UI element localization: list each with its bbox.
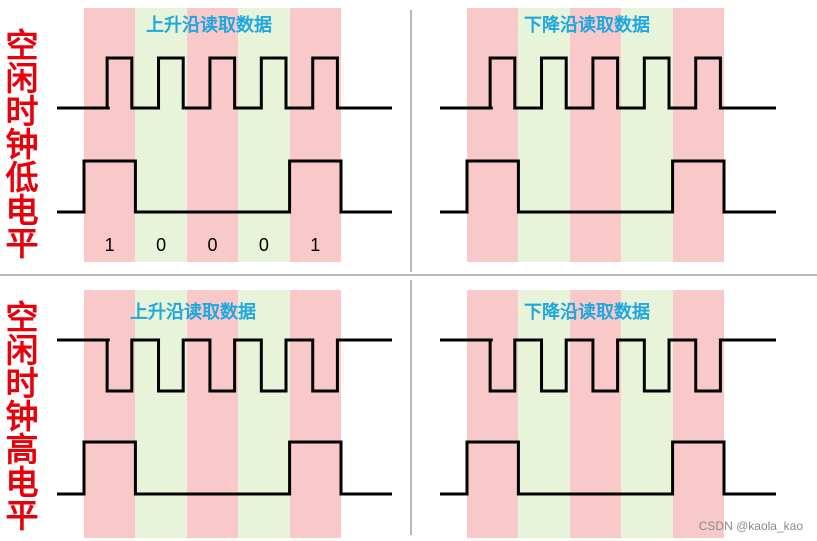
bit-band [135, 8, 187, 262]
panel-title: 上升沿读取数据 [130, 302, 256, 323]
bit-band [518, 290, 570, 538]
bit-band [672, 290, 724, 538]
clock-waveform [440, 56, 776, 110]
row-label-idle-high: 空闲时钟高电平 [0, 300, 39, 531]
bit-band [518, 8, 570, 262]
bit-band [289, 8, 341, 262]
bit-band [569, 8, 622, 262]
bit-band [289, 290, 341, 538]
bit-label: 1 [310, 235, 321, 255]
watermark: CSDN @kaola_kao [698, 519, 803, 533]
bit-band [135, 290, 187, 538]
bit-label: 1 [104, 235, 115, 255]
bit-band [84, 290, 136, 538]
bit-band [238, 290, 290, 538]
vertical-divider-lower [410, 280, 412, 535]
bit-band [467, 8, 519, 262]
row-label-idle-low: 空闲时钟低电平 [0, 28, 39, 259]
horizontal-divider [0, 274, 817, 276]
bit-label: 0 [258, 235, 269, 255]
bit-band [621, 8, 673, 262]
panel-title: 下降沿读取数据 [524, 302, 650, 323]
data-waveform [440, 159, 776, 214]
bit-label: 0 [156, 235, 167, 255]
bit-band [186, 290, 239, 538]
bit-band [467, 290, 519, 538]
data-waveform [57, 159, 392, 214]
clock-waveform [57, 56, 392, 110]
clock-waveform [57, 338, 392, 393]
bit-band [672, 8, 724, 262]
clock-waveform [440, 338, 776, 393]
bit-label: 0 [207, 235, 218, 255]
panel-title: 上升沿读取数据 [146, 15, 272, 36]
bit-band [621, 290, 673, 538]
panel-title: 下降沿读取数据 [524, 15, 650, 36]
bit-band [569, 290, 622, 538]
bit-band [84, 8, 136, 262]
vertical-divider [410, 10, 412, 272]
data-waveform [57, 440, 392, 496]
bit-band [186, 8, 239, 262]
bit-band [238, 8, 290, 262]
data-waveform [440, 440, 776, 496]
